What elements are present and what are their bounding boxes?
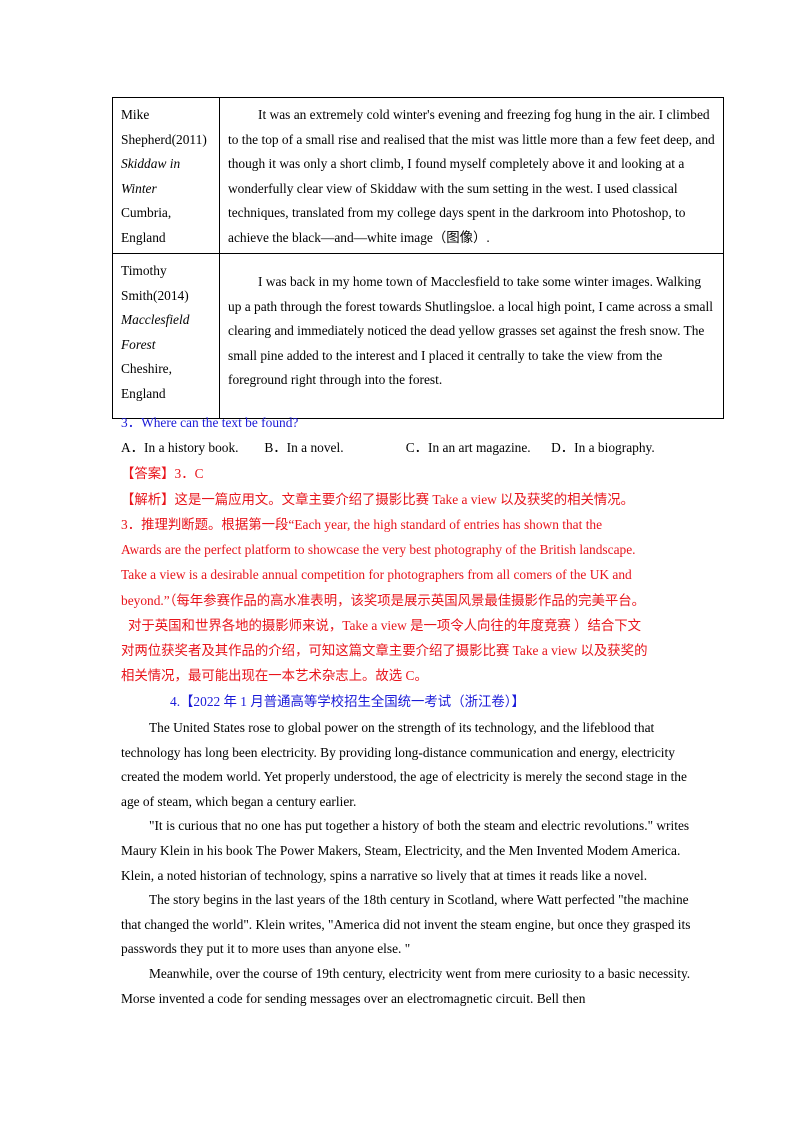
photo-description: I was back in my home town of Macclesfie… [228, 274, 713, 388]
photographer-name: Mike [121, 107, 150, 122]
photographer-cell: Mike Shepherd(2011) Skiddaw in Winter Cu… [112, 97, 220, 254]
passage-paragraph: "It is curious that no one has put toget… [121, 818, 690, 883]
analysis-line: 相关情况，最可能出现在一本艺术杂志上。故选 C。 [121, 668, 428, 683]
table-row: Mike Shepherd(2011) Skiddaw in Winter Cu… [112, 97, 724, 254]
photo-title: Macclesfield [121, 312, 190, 328]
passage-paragraph: Meanwhile, over the course of 19th centu… [121, 965, 691, 1006]
analysis-line: 对于英国和世界各地的摄影师来说，Take a view 是一项令人向往的年度竞赛… [128, 618, 642, 633]
analysis-line: 【解析】这是一篇应用文。文章主要介绍了摄影比赛 Take a view 以及获奖… [121, 492, 635, 507]
photographer-name: Timothy [121, 263, 167, 278]
analysis-line: Awards are the perfect platform to showc… [121, 542, 636, 557]
passage-paragraph: The story begins in the last years of th… [121, 892, 691, 957]
analysis-line: 3．推理判断题。根据第一段“Each year, the high standa… [121, 517, 603, 532]
option-a: A．In a history book. [121, 440, 239, 455]
answer-label: 【答案】3．C [121, 466, 204, 481]
photo-location: England [121, 385, 166, 401]
passage: The United States rose to global power o… [121, 716, 691, 1011]
photo-title: Forest [121, 336, 156, 352]
option-b: B．In a novel. [264, 440, 344, 455]
section-heading: 4.【2022 年 1 月普通高等学校招生全国统一考试（浙江卷）】 [170, 694, 525, 709]
photo-location: Cumbria, [121, 205, 172, 221]
analysis-line: 对两位获奖者及其作品的介绍，可知这篇文章主要介绍了摄影比赛 Take a vie… [121, 643, 648, 658]
photo-location: Cheshire, [121, 361, 172, 377]
description-cell: It was an extremely cold winter's evenin… [219, 97, 724, 254]
photographer-year: Smith(2014) [121, 287, 189, 303]
photo-title: Skiddaw in [121, 156, 181, 172]
answer-options: A．In a history book. B．In a novel. C．In … [121, 436, 655, 461]
winners-table: Mike Shepherd(2011) Skiddaw in Winter Cu… [112, 97, 724, 419]
photographer-year: Shepherd(2011) [121, 131, 207, 147]
passage-paragraph: The United States rose to global power o… [121, 720, 687, 809]
analysis-line: Take a view is a desirable annual compet… [121, 567, 632, 582]
table-row: Timothy Smith(2014) Macclesfield Forest … [112, 253, 724, 419]
photographer-cell: Timothy Smith(2014) Macclesfield Forest … [112, 253, 220, 419]
photo-location: England [121, 229, 166, 245]
option-c: C．In an art magazine. [405, 440, 531, 455]
analysis-line: beyond.”（每年参赛作品的高水准表明，该奖项是展示英国风景最佳摄影作品的完… [121, 593, 646, 608]
photo-title: Winter [121, 180, 157, 196]
question-3: 3．Where can the text be found? [121, 415, 299, 430]
option-d: D．In a biography. [551, 440, 655, 455]
description-cell: I was back in my home town of Macclesfie… [219, 253, 724, 419]
photo-description: It was an extremely cold winter's evenin… [228, 107, 715, 245]
